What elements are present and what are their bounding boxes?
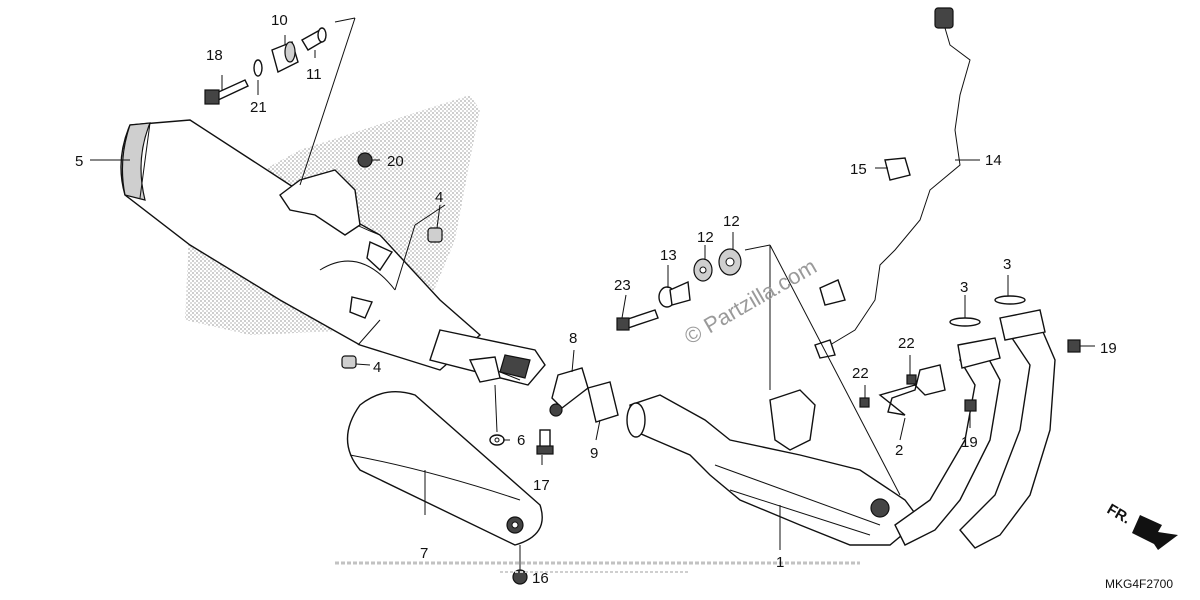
collar-part-13 bbox=[658, 280, 691, 308]
bolt-part-23 bbox=[616, 309, 659, 331]
callout-7: 7 bbox=[420, 545, 428, 562]
fine-print-line bbox=[335, 561, 860, 573]
collar-part-10 bbox=[271, 41, 299, 74]
callout-10: 10 bbox=[271, 12, 288, 29]
callout-4a: 4 bbox=[435, 189, 443, 206]
bolt-part-22a bbox=[906, 374, 917, 385]
bolt-part-17 bbox=[536, 429, 554, 455]
callout-21: 21 bbox=[250, 99, 267, 116]
callout-2: 2 bbox=[895, 442, 903, 459]
callout-23: 23 bbox=[614, 277, 631, 294]
callout-17: 17 bbox=[533, 477, 550, 494]
callout-3a: 3 bbox=[960, 279, 968, 296]
nut-part-20 bbox=[357, 152, 373, 168]
diagram-code: MKG4F2700 bbox=[1105, 577, 1173, 591]
callout-4b: 4 bbox=[373, 359, 381, 376]
bolt-part-18 bbox=[204, 79, 249, 105]
callout-19b: 19 bbox=[961, 434, 978, 451]
clip-part-15 bbox=[884, 157, 911, 181]
bracket-part-2 bbox=[878, 364, 946, 416]
callout-14: 14 bbox=[985, 152, 1002, 169]
leader-lines bbox=[90, 17, 1095, 570]
collar-part-11 bbox=[301, 27, 327, 51]
bolt-part-19b bbox=[964, 399, 977, 412]
nut-part-6 bbox=[489, 434, 505, 446]
callout-1: 1 bbox=[776, 554, 784, 571]
bolt-part-22b bbox=[859, 397, 870, 408]
front-label: FR. bbox=[1104, 501, 1133, 528]
callout-3b: 3 bbox=[1003, 256, 1011, 273]
bolt-part-19a bbox=[1067, 339, 1081, 353]
callout-6: 6 bbox=[517, 432, 525, 449]
callout-12a: 12 bbox=[697, 229, 714, 246]
callout-5: 5 bbox=[75, 153, 83, 170]
rubber-part-4b bbox=[341, 355, 357, 369]
callout-8: 8 bbox=[569, 330, 577, 347]
callout-numbers: 1 2 3 3 4 4 5 6 7 8 9 10 11 12 12 13 14 … bbox=[75, 12, 1117, 587]
gasket-parts bbox=[949, 295, 1026, 327]
rubber-part-12a bbox=[693, 258, 713, 282]
callout-15: 15 bbox=[850, 161, 867, 178]
rubber-part-12b bbox=[718, 248, 742, 276]
callout-19a: 19 bbox=[1100, 340, 1117, 357]
callout-16: 16 bbox=[532, 570, 549, 587]
rubber-part-4a bbox=[427, 227, 443, 243]
gasket-part-9 bbox=[587, 381, 619, 423]
callout-18: 18 bbox=[206, 47, 223, 64]
o2-sensor-part-14 bbox=[814, 7, 971, 359]
callout-13: 13 bbox=[660, 247, 677, 264]
front-direction-arrow: FR. bbox=[1104, 501, 1178, 550]
muffler-part bbox=[120, 119, 546, 386]
muffler-cover-part bbox=[346, 391, 543, 546]
callout-20: 20 bbox=[387, 153, 404, 170]
washer-part-21 bbox=[253, 59, 263, 77]
clamp-part-8 bbox=[549, 367, 589, 417]
callout-11: 11 bbox=[306, 66, 322, 83]
callout-9: 9 bbox=[590, 445, 598, 462]
callout-22b: 22 bbox=[898, 335, 915, 352]
callout-12b: 12 bbox=[723, 213, 740, 230]
callout-22a: 22 bbox=[852, 365, 869, 382]
